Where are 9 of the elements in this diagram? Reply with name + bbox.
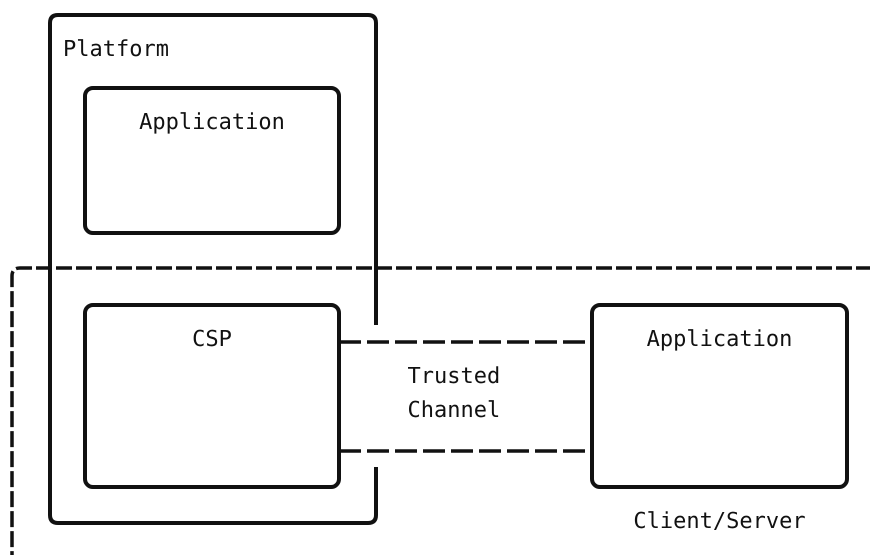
node-label: Platform	[63, 37, 169, 62]
node-label: Application	[646, 327, 794, 352]
dashed-region	[12, 268, 870, 555]
platform-frame	[50, 15, 376, 523]
csp-box	[85, 305, 339, 487]
application-box	[85, 88, 339, 233]
node-label: Client/Server	[632, 509, 807, 534]
node-label: CSP	[191, 327, 233, 352]
node-label: Application	[138, 110, 286, 135]
